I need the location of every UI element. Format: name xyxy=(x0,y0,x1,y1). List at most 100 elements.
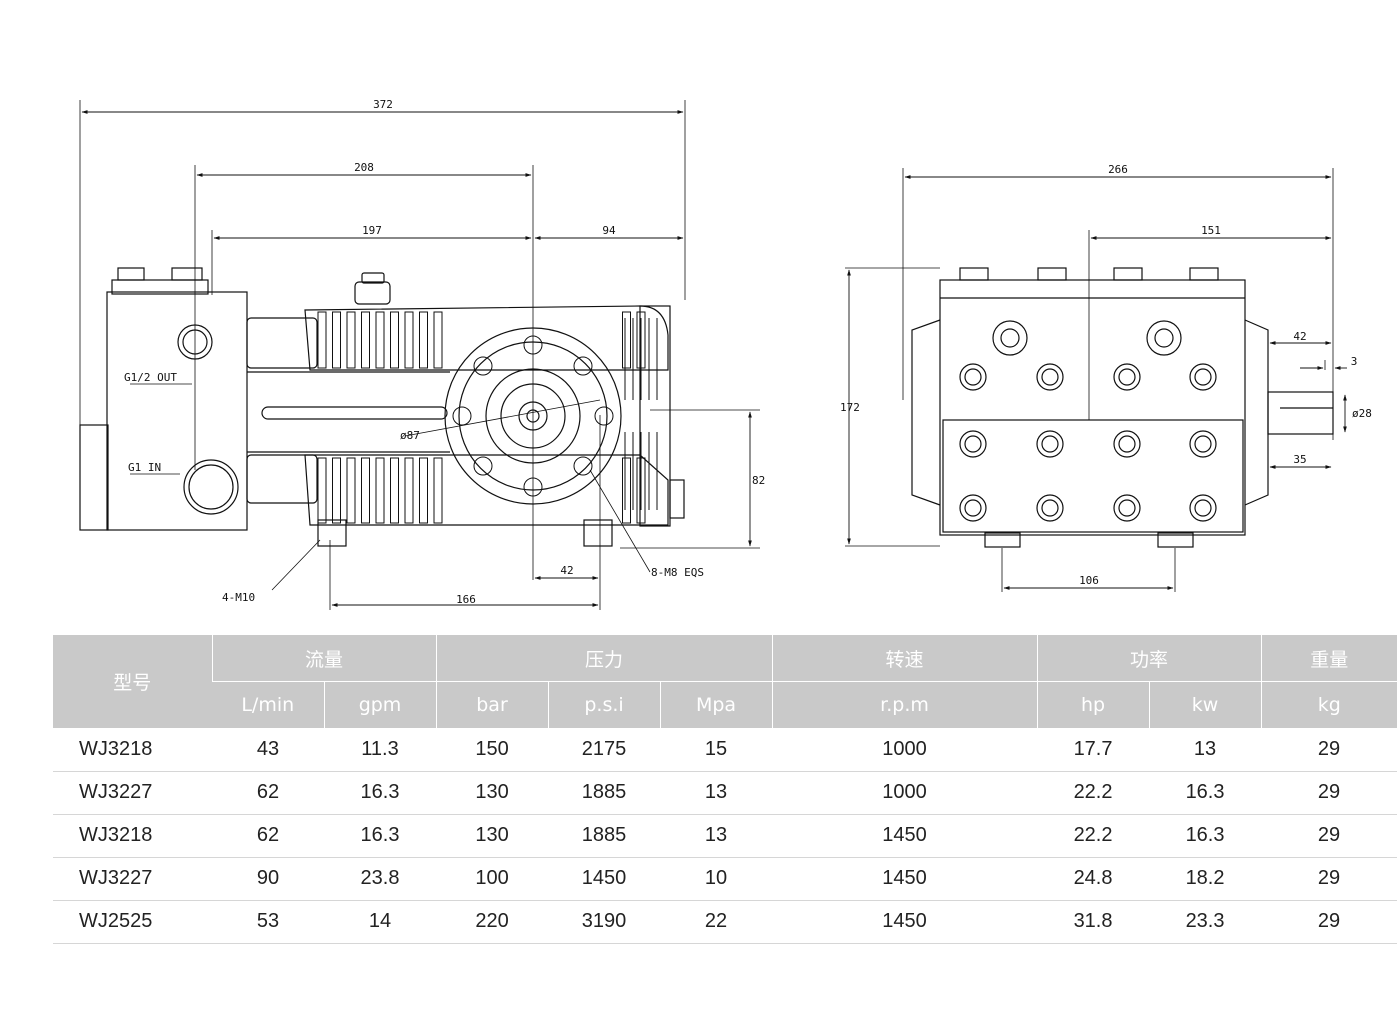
dim-overall-width: 266 xyxy=(1108,163,1128,176)
header-lmin: L/min xyxy=(212,681,324,728)
cell-bar: 150 xyxy=(436,728,549,772)
cell-mpa: 13 xyxy=(660,771,773,815)
bolt xyxy=(1113,363,1141,391)
cell-kg: 29 xyxy=(1261,857,1398,901)
dim-flange-dia: ø87 xyxy=(400,429,420,442)
spec-table: 型号 流量 压力 转速 功率 重量 L/min gpm bar p.s.i Mp… xyxy=(53,635,1398,944)
cell-kw: 16.3 xyxy=(1149,814,1262,858)
fin xyxy=(622,311,631,369)
header-pressure: 压力 xyxy=(435,635,773,682)
cell-psi: 1450 xyxy=(548,857,661,901)
cell-lmin: 62 xyxy=(212,814,324,858)
table-row: WJ3227 90 23.8 100 1450 10 1450 24.8 18.… xyxy=(53,857,1398,901)
cell-rpm: 1450 xyxy=(772,900,1038,944)
bolt xyxy=(1041,368,1059,386)
fin xyxy=(404,311,414,369)
dim-197: 197 xyxy=(362,224,382,237)
bolt xyxy=(964,435,982,453)
cell-gpm: 23.8 xyxy=(324,857,437,901)
cell-rpm: 1000 xyxy=(772,771,1038,815)
bolt xyxy=(1036,494,1064,522)
header-kw: kw xyxy=(1148,681,1262,728)
cell-psi: 3190 xyxy=(548,900,661,944)
fin xyxy=(332,311,341,369)
dim-35: 35 xyxy=(1293,453,1306,466)
bolt xyxy=(959,430,987,458)
header-kg: kg xyxy=(1260,681,1398,728)
fin xyxy=(317,311,327,369)
cell-psi: 1885 xyxy=(548,771,661,815)
label-flange-holes: 8-M8 EQS xyxy=(651,566,704,579)
fin xyxy=(404,457,414,524)
front-view xyxy=(845,168,1347,592)
side-view xyxy=(79,100,760,610)
cell-kw: 16.3 xyxy=(1149,771,1262,815)
header-bar: bar xyxy=(435,681,549,728)
bolt xyxy=(1036,430,1064,458)
dim-height-82: 82 xyxy=(752,474,765,487)
fin xyxy=(346,457,356,524)
cell-kw: 23.3 xyxy=(1149,900,1262,944)
dim-3: 3 xyxy=(1351,355,1358,368)
label-mount-holes: 4-M10 xyxy=(222,591,255,604)
header-flow: 流量 xyxy=(211,635,437,682)
bolt xyxy=(1036,363,1064,391)
header-model: 型号 xyxy=(53,635,212,729)
dim-166: 166 xyxy=(456,593,476,606)
header-gpm: gpm xyxy=(323,681,437,728)
cell-model: WJ3218 xyxy=(53,814,212,858)
fin xyxy=(332,457,341,524)
dim-42-side: 42 xyxy=(560,564,573,577)
cell-kg: 29 xyxy=(1261,900,1398,944)
cell-gpm: 16.3 xyxy=(324,814,437,858)
cell-kg: 29 xyxy=(1261,728,1398,772)
bolt xyxy=(964,499,982,517)
cell-lmin: 62 xyxy=(212,771,324,815)
bolt xyxy=(964,368,982,386)
cell-bar: 100 xyxy=(436,857,549,901)
bolt xyxy=(1118,435,1136,453)
cell-model: WJ2525 xyxy=(53,900,212,944)
cell-psi: 2175 xyxy=(548,728,661,772)
fin xyxy=(361,457,370,524)
cell-psi: 1885 xyxy=(548,814,661,858)
bolt xyxy=(1189,363,1217,391)
table-row: WJ3227 62 16.3 130 1885 13 1000 22.2 16.… xyxy=(53,771,1398,815)
cooling-fins xyxy=(317,311,658,524)
bolt xyxy=(1113,494,1141,522)
fin xyxy=(361,311,370,369)
side-view-labels: 372 208 197 94 G1/2 OUT G1 IN ø87 82 42 … xyxy=(124,98,765,606)
dim-overall-length: 372 xyxy=(373,98,393,111)
cell-model: WJ3227 xyxy=(53,771,212,815)
label-outlet: G1/2 OUT xyxy=(124,371,177,384)
dim-151: 151 xyxy=(1201,224,1221,237)
bolt xyxy=(1194,499,1212,517)
fin xyxy=(433,311,443,369)
header-power: 功率 xyxy=(1036,635,1262,682)
label-inlet: G1 IN xyxy=(128,461,161,474)
bolt xyxy=(1118,499,1136,517)
cell-gpm: 16.3 xyxy=(324,771,437,815)
bolt xyxy=(1189,430,1217,458)
cell-hp: 31.8 xyxy=(1037,900,1150,944)
bolt xyxy=(1113,430,1141,458)
table-row: WJ2525 53 14 220 3190 22 1450 31.8 23.3 … xyxy=(53,900,1398,944)
cell-bar: 130 xyxy=(436,771,549,815)
fin xyxy=(419,311,428,369)
cell-lmin: 90 xyxy=(212,857,324,901)
bolt xyxy=(1189,494,1217,522)
fin xyxy=(346,311,356,369)
cell-lmin: 53 xyxy=(212,900,324,944)
bolt xyxy=(1194,435,1212,453)
cell-hp: 22.2 xyxy=(1037,814,1150,858)
cell-rpm: 1450 xyxy=(772,814,1038,858)
cell-rpm: 1450 xyxy=(772,857,1038,901)
front-view-labels: 266 151 172 42 3 ø28 35 106 xyxy=(840,163,1372,587)
cell-kw: 18.2 xyxy=(1149,857,1262,901)
bolt xyxy=(959,363,987,391)
cell-model: WJ3218 xyxy=(53,728,212,772)
cell-hp: 17.7 xyxy=(1037,728,1150,772)
table-row: WJ3218 43 11.3 150 2175 15 1000 17.7 13 … xyxy=(53,728,1398,772)
fin xyxy=(317,457,327,524)
fin xyxy=(390,311,399,369)
